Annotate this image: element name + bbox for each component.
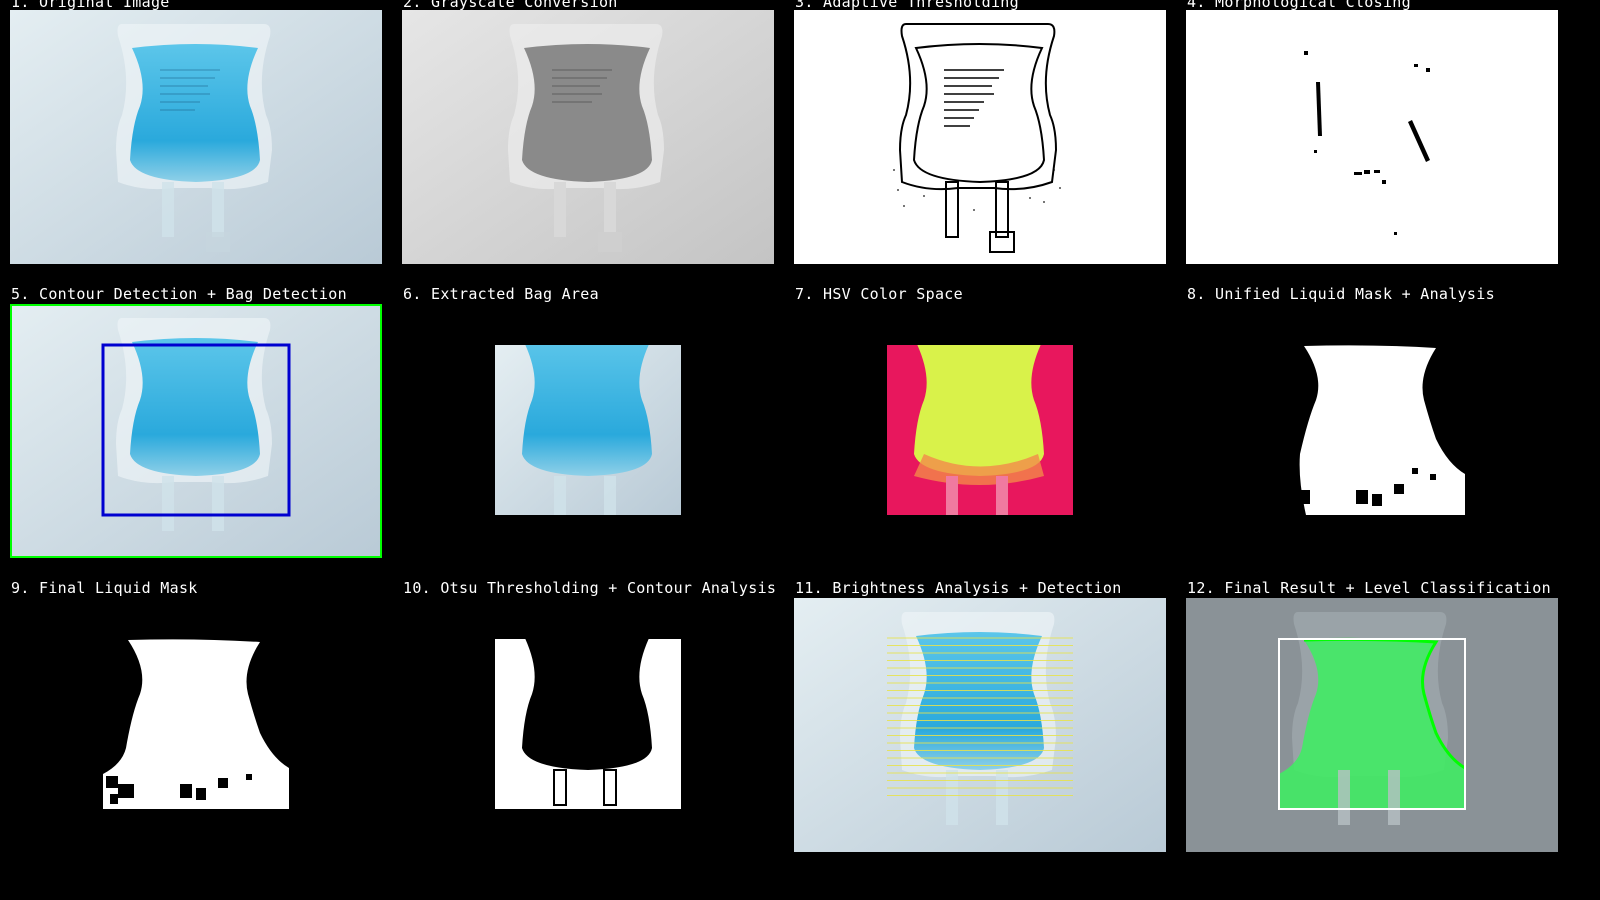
- panel-4-morphological-closing: [1186, 10, 1558, 264]
- panel-7-hsv-color-space: [794, 304, 1166, 558]
- panel-8-title: 8. Unified Liquid Mask + Analysis: [1187, 285, 1495, 303]
- hsv-bag-image: [887, 345, 1073, 515]
- grayscale-bag: [402, 10, 774, 264]
- panel-11-title: 11. Brightness Analysis + Detection: [795, 579, 1122, 597]
- panel-5-title: 5. Contour Detection + Bag Detection: [11, 285, 347, 303]
- image-contour-box: [10, 304, 382, 558]
- panel-2-title: 2. Grayscale Conversion: [403, 0, 618, 11]
- bag-result-box: [1278, 638, 1466, 810]
- panel-8-unified-liquid-mask: [1186, 304, 1558, 558]
- panel-4-title: 4. Morphological Closing: [1187, 0, 1411, 11]
- panel-6-extracted-bag: [402, 304, 774, 558]
- contour-detection-bag: [10, 304, 382, 558]
- final-result-image: [1186, 598, 1558, 852]
- unified-mask-image: [1279, 345, 1465, 515]
- panel-10-title: 10. Otsu Thresholding + Contour Analysis: [403, 579, 777, 597]
- panel-9-title: 9. Final Liquid Mask: [11, 579, 198, 597]
- panel-7-title: 7. HSV Color Space: [795, 285, 963, 303]
- bag-detection-box: [101, 343, 291, 517]
- panel-2-grayscale: [402, 10, 774, 264]
- brightness-scan-image: [794, 598, 1166, 852]
- brightness-scanlines: [887, 637, 1073, 796]
- panel-11-brightness-analysis: [794, 598, 1166, 852]
- panel-1-title: 1. Original Image: [11, 0, 170, 11]
- panel-1-original-image: [10, 10, 382, 264]
- panel-5-contour-detection: [10, 304, 382, 558]
- panel-9-final-liquid-mask: [10, 598, 382, 852]
- panel-10-otsu-threshold: [402, 598, 774, 852]
- threshold-bag-outline: [794, 10, 1166, 264]
- extracted-bag-image: [495, 345, 681, 515]
- panel-6-title: 6. Extracted Bag Area: [403, 285, 599, 303]
- iv-bag-photo: [10, 10, 382, 264]
- liquid-overlay: [1279, 639, 1465, 809]
- panel-12-final-result: [1186, 598, 1558, 852]
- final-mask-image: [103, 639, 289, 809]
- morphology-blobs: [1186, 10, 1558, 264]
- panel-3-title: 3. Adaptive Thresholding: [795, 0, 1019, 11]
- otsu-mask-image: [495, 639, 681, 809]
- panel-12-title: 12. Final Result + Level Classification: [1187, 579, 1551, 597]
- panel-3-adaptive-threshold: [794, 10, 1166, 264]
